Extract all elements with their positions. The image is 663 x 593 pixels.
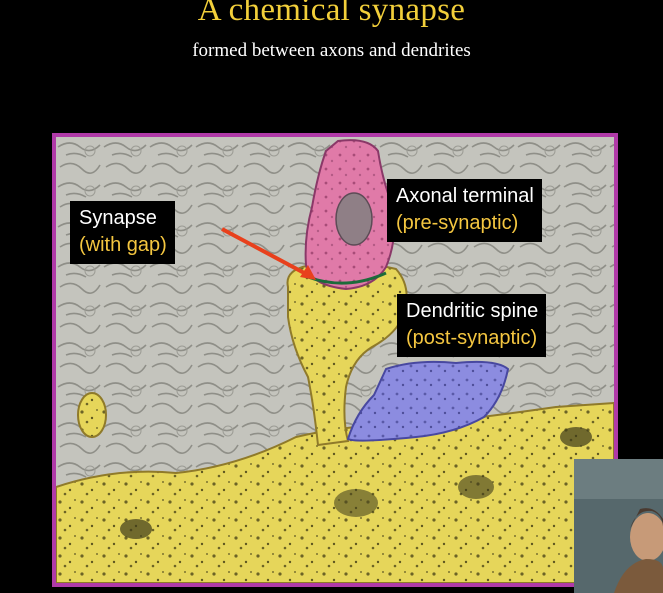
synapse-label: Synapse (with gap) <box>70 201 175 264</box>
axonal-terminal-label-subtitle: (pre-synaptic) <box>396 212 519 234</box>
presenter-image <box>574 459 663 593</box>
synapse-label-subtitle: (with gap) <box>79 234 167 256</box>
dendrite-shaft <box>56 401 614 583</box>
synapse-label-title: Synapse <box>79 207 157 229</box>
dendritic-spine-label-subtitle: (post-synaptic) <box>406 327 538 349</box>
dendritic-spine-label: Dendritic spine (post-synaptic) <box>397 294 547 357</box>
blue-process-shape <box>346 360 510 442</box>
dendritic-spine-label-title: Dendritic spine <box>406 300 539 322</box>
synapse-pointer-arrow <box>221 227 309 277</box>
axonal-terminal-label: Axonal terminal (pre-synaptic) <box>387 179 542 242</box>
slide-subtitle: formed between axons and dendrites <box>192 40 471 61</box>
presenter-video-thumbnail <box>574 459 663 593</box>
axonal-terminal-label-title: Axonal terminal <box>396 185 534 207</box>
synapse-pointer-arrowhead <box>300 265 316 280</box>
mitochondrion <box>335 192 373 246</box>
slide-title: A chemical synapse <box>197 0 466 28</box>
small-dendrite-process <box>77 392 107 438</box>
